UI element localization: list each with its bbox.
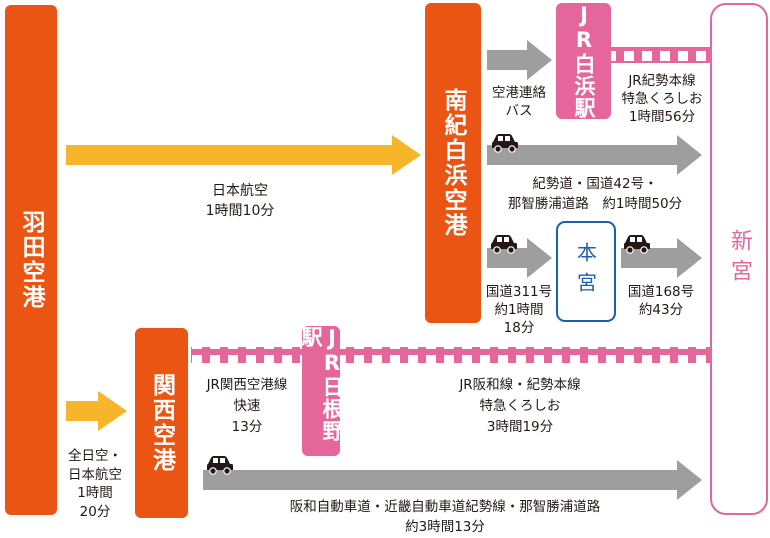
hongu-box: 本宮 bbox=[556, 221, 616, 322]
route-label-line: 20分 bbox=[79, 503, 111, 520]
arrow-haneda-to-kansai bbox=[66, 391, 127, 431]
route-label-line: JR関西空港線 bbox=[206, 377, 288, 393]
route-label-line: 国道168号 bbox=[627, 284, 695, 300]
route-label-car-hongu-shingu: 国道168号 約43分 bbox=[618, 283, 704, 319]
route-label-car-shirahama-shingu: 紀勢道・国道42号・ 那智勝浦道路 約1時間50分 bbox=[482, 174, 708, 214]
haneda-airport-label: 羽田空港 bbox=[18, 210, 44, 310]
jr-shirahama-station-box: JR白浜駅 bbox=[556, 3, 611, 119]
route-label-line: 1時間 bbox=[77, 485, 113, 501]
hongu-label: 本宮 bbox=[573, 241, 598, 302]
route-label-line: バス bbox=[505, 103, 533, 119]
route-label-jr-hanwa-kisei: JR阪和線・紀勢本線 特急くろしお 3時間19分 bbox=[430, 375, 610, 438]
nanki-shirahama-airport-label: 南紀白浜空港 bbox=[440, 88, 466, 238]
route-label-car-kansai-shingu: 阪和自動車道・近畿自動車道紀勢線・那智勝浦道路 約3時間13分 bbox=[235, 497, 655, 537]
nanki-shirahama-airport-box: 南紀白浜空港 bbox=[425, 3, 481, 323]
route-label-line: JR紀勢本線 bbox=[628, 73, 696, 89]
route-label-line: 空港連絡 bbox=[492, 85, 546, 101]
route-label-line: 約1時間 bbox=[494, 302, 544, 318]
arrow-airport-bus bbox=[487, 40, 552, 80]
railway-track-kansai-hineno bbox=[191, 347, 302, 363]
arrow-car-kansai-to-shingu bbox=[203, 460, 702, 500]
route-label-haneda-kansai: 全日空・ 日本航空 1時間 20分 bbox=[55, 447, 135, 521]
route-label-line: 1時間56分 bbox=[628, 109, 696, 125]
jr-shirahama-station-label: JR白浜駅 bbox=[572, 3, 596, 119]
route-label-jr-kisei-shirahama: JR紀勢本線 特急くろしお 1時間56分 bbox=[610, 72, 714, 126]
route-label-line: 日本航空 bbox=[212, 183, 268, 199]
railway-track-hineno-shingu bbox=[340, 347, 711, 363]
kansai-airport-label: 関西空港 bbox=[148, 373, 175, 473]
shingu-label: 新宮 bbox=[727, 229, 752, 289]
route-label-line: 特急くろしお bbox=[621, 91, 703, 107]
haneda-airport-box: 羽田空港 bbox=[5, 5, 57, 515]
route-label-airport-bus: 空港連絡 バス bbox=[483, 84, 555, 120]
route-label-line: 約43分 bbox=[638, 302, 684, 318]
route-label-jr-kansai-line: JR関西空港線 快速 13分 bbox=[195, 375, 299, 438]
route-label-line: 日本航空 bbox=[68, 466, 122, 483]
route-label-line: 阪和自動車道・近畿自動車道紀勢線・那智勝浦道路 bbox=[289, 499, 601, 515]
arrow-car-shirahama-to-shingu bbox=[487, 135, 702, 175]
route-label-line: 1時間10分 bbox=[205, 203, 275, 219]
kansai-airport-box: 関西空港 bbox=[135, 328, 188, 518]
route-label-haneda-shirahama: 日本航空 1時間10分 bbox=[140, 181, 340, 221]
jr-hineno-station-box: JR日根野駅 bbox=[299, 326, 344, 456]
route-label-line: 快速 bbox=[233, 398, 261, 414]
route-label-line: 18分 bbox=[503, 320, 535, 336]
route-label-line: 国道311号 bbox=[485, 284, 553, 300]
route-label-line: JR阪和線・紀勢本線 bbox=[459, 377, 581, 393]
route-label-line: 那智勝浦道路 約1時間50分 bbox=[507, 196, 683, 212]
route-label-line: 約3時間13分 bbox=[405, 519, 485, 535]
route-label-line: 特急くろしお bbox=[479, 398, 561, 414]
route-label-line: 13分 bbox=[231, 419, 263, 435]
route-label-car-shirahama-hongu: 国道311号 約1時間 18分 bbox=[482, 283, 556, 337]
route-label-line: 紀勢道・国道42号・ bbox=[532, 176, 658, 192]
arrow-haneda-to-shirahama bbox=[66, 135, 421, 175]
route-label-line: 全日空・ bbox=[68, 448, 122, 464]
route-label-line: 3時間19分 bbox=[486, 419, 554, 435]
jr-hineno-station-label: JR日根野駅 bbox=[299, 326, 344, 442]
shingu-box: 新宮 bbox=[710, 3, 768, 515]
railway-track-shirahama bbox=[611, 47, 711, 63]
